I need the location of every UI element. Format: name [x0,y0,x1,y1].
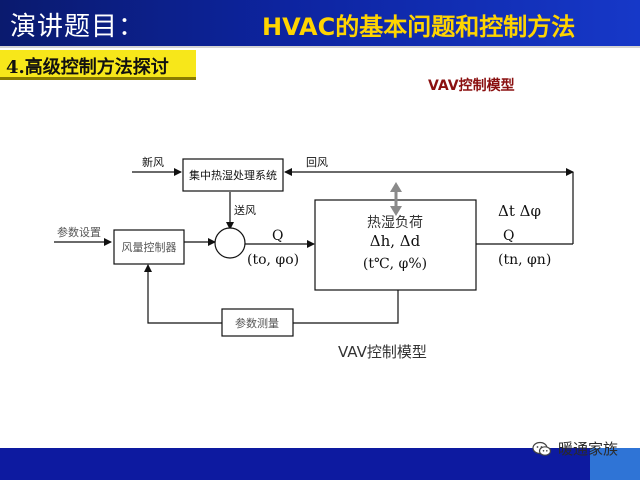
watermark-label: 暖通家族 [558,440,619,458]
measure-feedback-line [293,290,399,324]
wechat-icon [532,441,552,457]
central-unit-label: 集中热湿处理系统 [189,168,277,182]
param-measure-label: 参数测量 [235,316,279,330]
footer-corner [590,448,640,480]
air-controller-box [113,229,185,265]
talk-title-label: 演讲题目： [10,12,146,42]
delta-out-label: Δt Δφ [498,202,541,220]
watermark: 暖通家族 [532,438,618,459]
feedback-to-controller-arrow [144,264,222,324]
measure-box [221,308,294,337]
return-air-label: 回风 [306,156,328,169]
disturbance-double-arrow [390,182,402,216]
inlet-state-label: (to, φo) [247,252,299,268]
q-out-label: Q [503,228,514,244]
section-heading-text: 4.高级控制方法探讨 [6,57,169,78]
header-divider [0,46,640,48]
q-in-label: Q [272,228,283,244]
load-delta: Δh, Δd [370,232,421,250]
param-setting-label: 参数设置 [57,225,101,239]
summing-junction [214,227,246,259]
central-unit-box [182,158,284,192]
load-title: 热湿负荷 [367,215,423,231]
diagram-caption: VAV控制模型 [338,343,427,361]
talk-title: HVAC的基本问题和控制方法 [262,13,576,41]
fresh-air-label: 新风 [142,155,164,169]
load-state: (t℃, φ%) [363,256,427,272]
footer-bar [0,448,640,480]
header-bar: 演讲题目： HVAC的基本问题和控制方法 [0,0,640,46]
supply-air-label: 送风 [234,203,256,217]
section-heading: 4.高级控制方法探讨 [0,50,196,80]
outlet-state-label: (tn, φn) [498,252,551,268]
model-title: VAV控制模型 [428,78,515,94]
air-controller-label: 风量控制器 [122,240,177,254]
